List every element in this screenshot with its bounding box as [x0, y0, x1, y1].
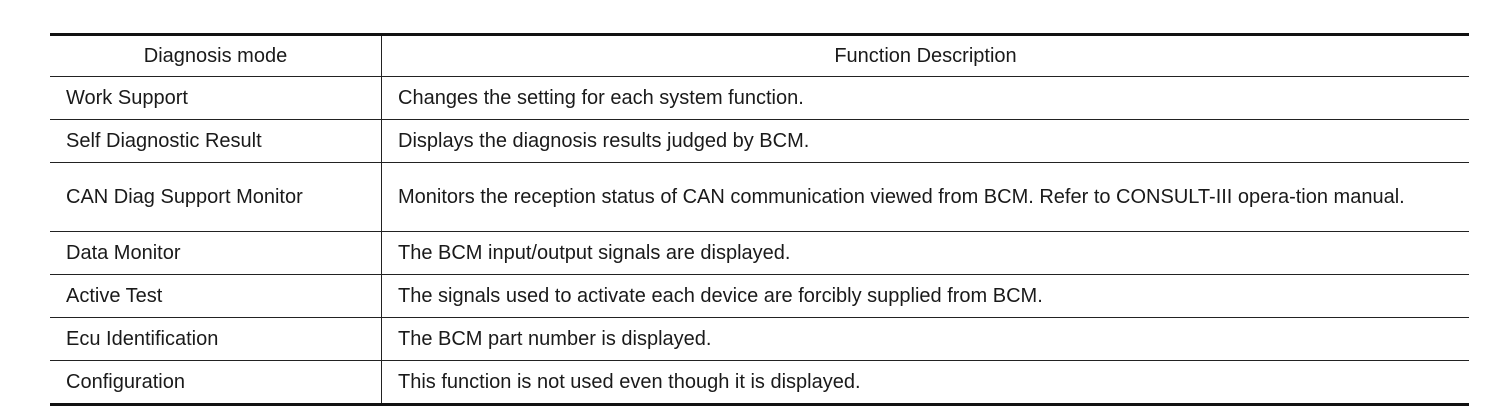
diagnosis-mode-table-container: Diagnosis mode Function Description Work… — [50, 33, 1469, 406]
cell-mode: Ecu Identification — [50, 317, 382, 361]
table-row: Active Test The signals used to activate… — [50, 274, 1469, 318]
cell-mode: Self Diagnostic Result — [50, 119, 382, 163]
cell-mode: Data Monitor — [50, 231, 382, 275]
table-row: Configuration This function is not used … — [50, 360, 1469, 405]
cell-description: Changes the setting for each system func… — [381, 76, 1469, 120]
table-row: Data Monitor The BCM input/output signal… — [50, 231, 1469, 275]
table-body: Work Support Changes the setting for eac… — [50, 76, 1469, 405]
cell-mode: Active Test — [50, 274, 382, 318]
cell-description: The signals used to activate each device… — [381, 274, 1469, 318]
table-header: Diagnosis mode Function Description — [50, 34, 1469, 77]
cell-description: The BCM input/output signals are display… — [381, 231, 1469, 275]
cell-mode: Work Support — [50, 76, 382, 120]
cell-mode: CAN Diag Support Monitor — [50, 162, 382, 232]
header-function-description: Function Description — [381, 34, 1469, 77]
cell-mode: Configuration — [50, 360, 382, 405]
cell-description: Monitors the reception status of CAN com… — [381, 162, 1469, 232]
table-row: CAN Diag Support Monitor Monitors the re… — [50, 162, 1469, 232]
diagnosis-mode-table: Diagnosis mode Function Description Work… — [50, 33, 1469, 406]
table-header-row: Diagnosis mode Function Description — [50, 34, 1469, 77]
header-diagnosis-mode: Diagnosis mode — [50, 34, 382, 77]
table-row: Ecu Identification The BCM part number i… — [50, 317, 1469, 361]
table-row: Work Support Changes the setting for eac… — [50, 76, 1469, 120]
cell-description: This function is not used even though it… — [381, 360, 1469, 405]
cell-description: Displays the diagnosis results judged by… — [381, 119, 1469, 163]
table-row: Self Diagnostic Result Displays the diag… — [50, 119, 1469, 163]
cell-description: The BCM part number is displayed. — [381, 317, 1469, 361]
